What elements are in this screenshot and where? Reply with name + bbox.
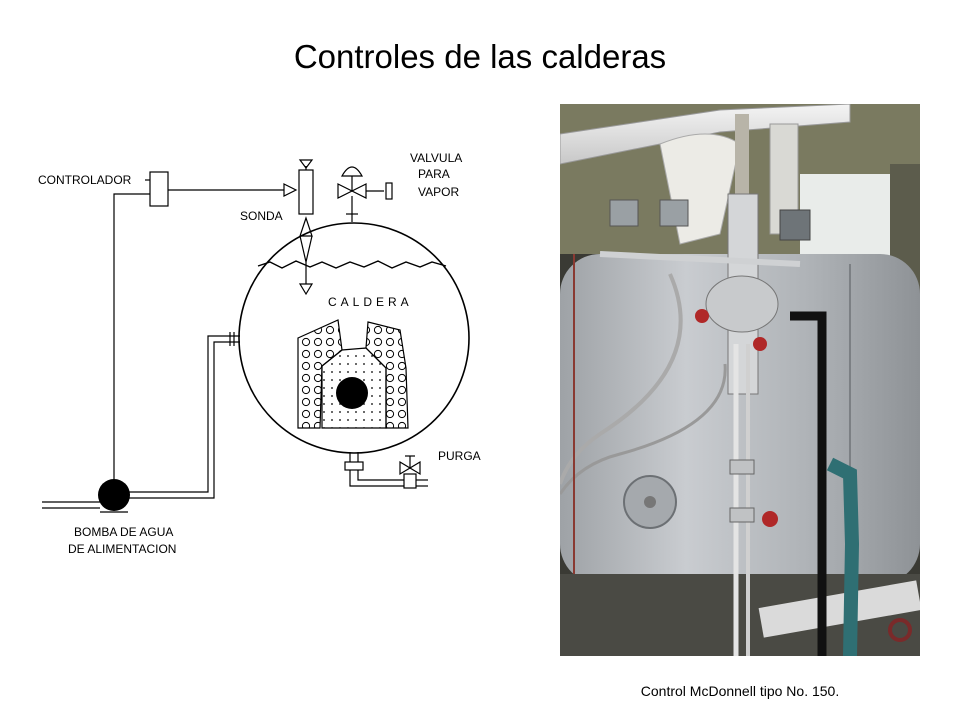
window-light — [800, 174, 900, 264]
label-sonda: SONDA — [240, 209, 283, 223]
black-pipe — [790, 311, 827, 656]
label-bomba-2: DE ALIMENTACION — [68, 542, 176, 556]
label-controlador: CONTROLADOR — [38, 173, 132, 187]
probe-arrow-up-icon — [299, 216, 313, 237]
label-valvula-2: PARA — [418, 167, 450, 181]
feed-pump-icon — [98, 479, 130, 511]
photo-caption: Control McDonnell tipo No. 150. — [640, 683, 840, 699]
water-level-line — [257, 260, 447, 269]
label-caldera: CALDERA — [328, 295, 413, 309]
burner-icon — [336, 377, 368, 409]
steam-valve-actuator-icon — [340, 166, 364, 177]
label-valvula-3: VAPOR — [418, 185, 459, 199]
blowdown-fitting — [344, 461, 364, 471]
label-purga: PURGA — [438, 449, 481, 463]
probe-signal-arrow-icon — [283, 183, 298, 197]
slide-title: Controles de las calderas — [293, 38, 667, 75]
boiler-control-diagram: CONTROLADOR SONDA VALVULA PARA VAPOR CAL… — [38, 151, 481, 556]
label-bomba-1: BOMBA DE AGUA — [74, 525, 173, 539]
label-valvula-1: VALVULA — [410, 151, 462, 165]
probe-housing — [298, 169, 314, 215]
probe-arrow-down-icon — [298, 283, 314, 296]
teal-pipe — [826, 457, 860, 656]
controller-box — [149, 171, 169, 207]
boiler-drum — [238, 222, 470, 454]
boiler-photo — [560, 104, 920, 656]
probe-top-arrow-icon — [298, 159, 314, 169]
steam-valve-outlet — [385, 182, 393, 200]
